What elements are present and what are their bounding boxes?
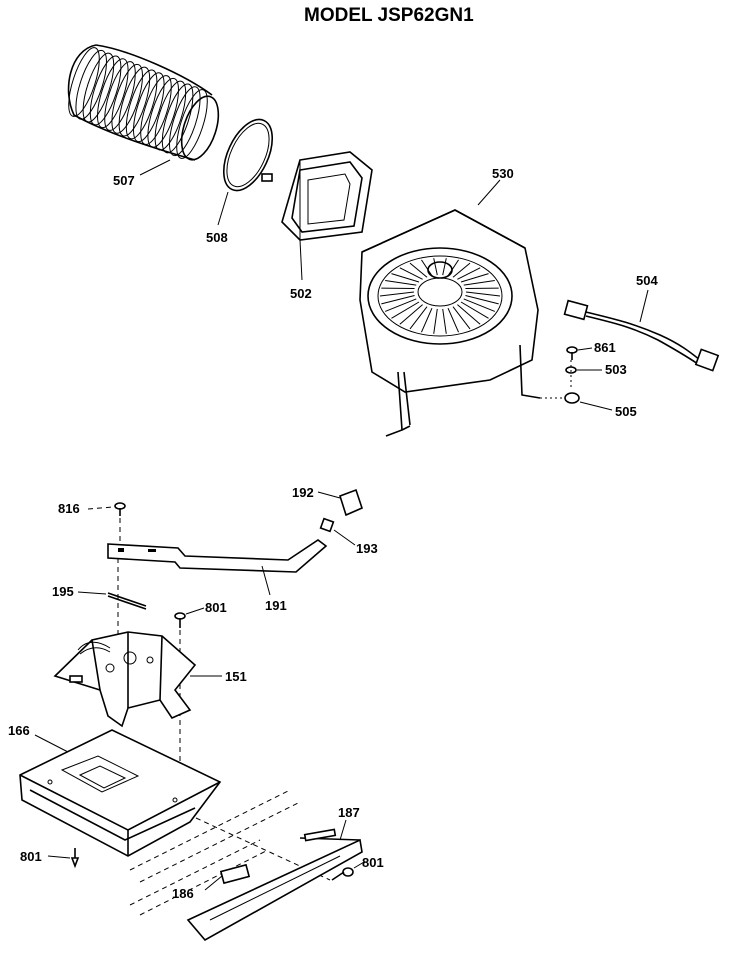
label-801-upper: 801 (205, 600, 227, 615)
blower-fin (457, 304, 481, 325)
duct-coil (68, 47, 100, 117)
harness-504 (563, 289, 720, 372)
strip-186 (204, 863, 251, 891)
blower-fin (385, 280, 417, 286)
spring-195 (77, 591, 147, 610)
duct-coil (125, 69, 158, 140)
adapter-502 (281, 151, 373, 281)
label-508: 508 (206, 230, 228, 245)
blower-fin (379, 291, 415, 297)
bracket-166 (19, 729, 222, 857)
duct-coil (147, 77, 179, 148)
blower-fin (463, 298, 495, 312)
switch-mount-151 (53, 631, 222, 728)
screw-801-right (331, 861, 365, 881)
blower-fin (433, 308, 438, 334)
blower-fin (421, 259, 433, 277)
blower-fin (399, 267, 423, 280)
blower-fin (447, 307, 459, 333)
duct-coil (176, 89, 208, 159)
clip-193 (319, 517, 356, 546)
label-861: 861 (594, 340, 616, 355)
label-151: 151 (225, 669, 247, 684)
duct-coil (111, 63, 143, 134)
blower-fin (460, 273, 489, 283)
label-195: 195 (52, 584, 74, 599)
label-187: 187 (338, 805, 360, 820)
screw-861 (566, 346, 593, 360)
duct-coil (75, 49, 107, 120)
duct-coil (89, 55, 122, 126)
blower-fin (452, 262, 471, 278)
label-816: 816 (58, 501, 80, 516)
blower-fin (442, 308, 447, 334)
blower-fin (391, 301, 420, 319)
blower-fin (460, 301, 489, 319)
label-530: 530 (492, 166, 514, 181)
screw-816 (87, 502, 126, 545)
blower-fin (409, 262, 428, 278)
blower-fin (385, 298, 417, 312)
label-801-left: 801 (20, 849, 42, 864)
grommet-505 (540, 360, 613, 411)
knob-192 (317, 488, 363, 517)
label-191: 191 (265, 598, 287, 613)
duct-coil (97, 58, 129, 129)
duct-coil (82, 52, 115, 123)
duct-coil (169, 86, 201, 157)
blower-fin (442, 258, 447, 276)
blower-fin (433, 258, 438, 276)
blower-fin (465, 291, 501, 297)
model-title: MODEL JSP62GN1 (304, 5, 474, 26)
blower-fin (447, 259, 459, 277)
label-166: 166 (8, 723, 30, 738)
screw-801-left (47, 848, 80, 869)
blower-fin (457, 267, 481, 280)
blower-fin (463, 280, 495, 286)
duct-coil (161, 83, 194, 154)
label-503: 503 (605, 362, 627, 377)
label-193: 193 (356, 541, 378, 556)
lever-191 (107, 539, 328, 640)
label-192: 192 (292, 485, 314, 500)
label-505: 505 (615, 404, 637, 419)
label-504: 504 (636, 273, 658, 288)
label-801-right: 801 (362, 855, 384, 870)
flex-duct-507 (67, 44, 220, 176)
blower-fin (465, 295, 499, 305)
blower-fin (421, 307, 433, 333)
duct-coil (133, 72, 165, 143)
label-507: 507 (113, 173, 135, 188)
blower-fin (399, 304, 423, 325)
duct-coil (104, 61, 136, 131)
label-502: 502 (290, 286, 312, 301)
blower-fin (409, 306, 428, 330)
blower-fin (391, 273, 420, 283)
blower-fin (381, 295, 415, 305)
duct-coil (140, 75, 172, 145)
duct-coil (154, 80, 187, 151)
cabinet-outline (129, 789, 331, 916)
blower-fin (452, 306, 471, 330)
label-186: 186 (172, 886, 194, 901)
duct-coil (118, 66, 151, 137)
bracket-187 (186, 819, 363, 942)
clamp-508 (217, 118, 274, 226)
blower-530 (359, 179, 541, 437)
